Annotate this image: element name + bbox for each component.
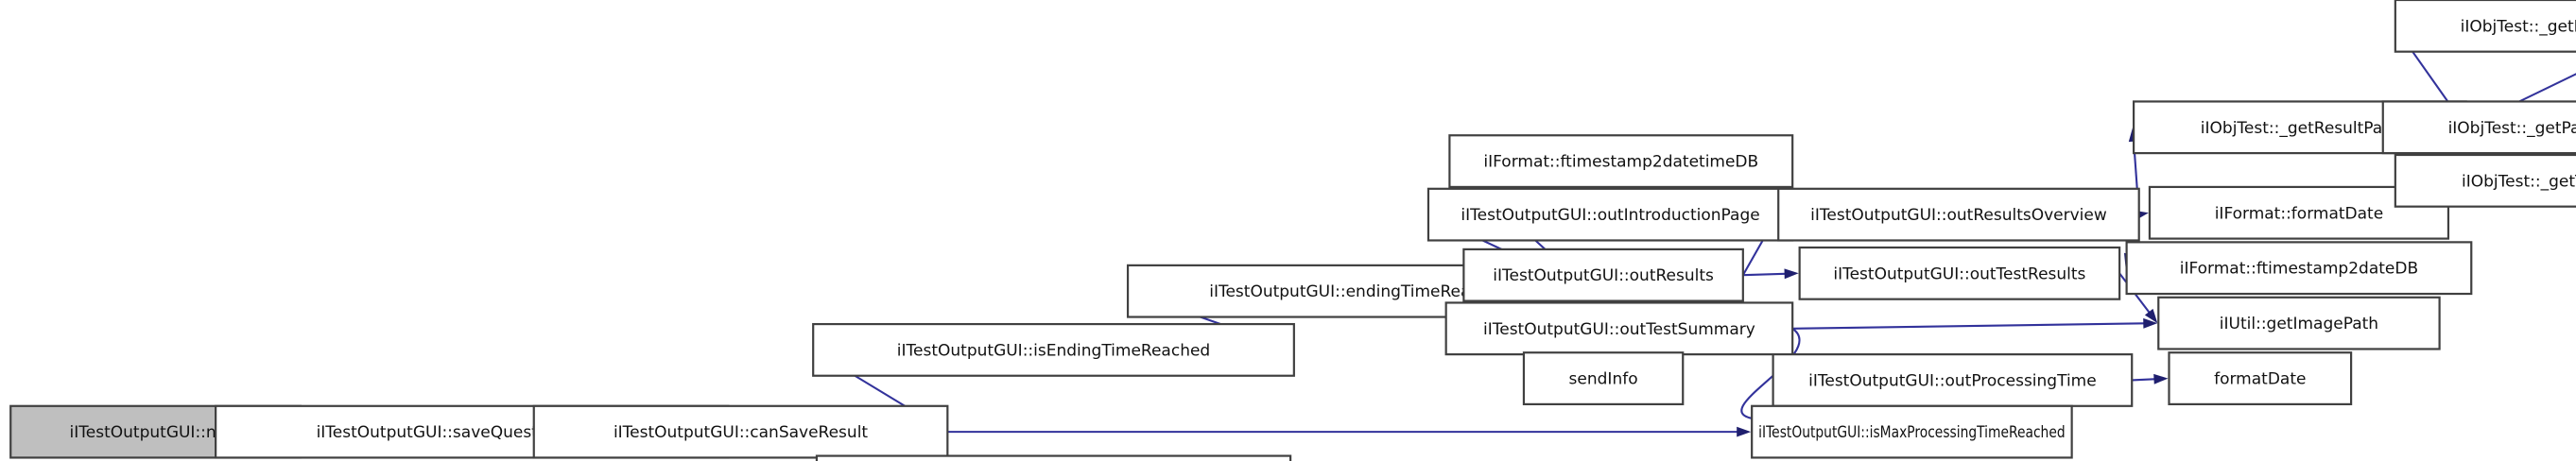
node-label: iITestOutputGUI::canSaveResult <box>614 423 868 442</box>
node-box <box>2125 241 2473 296</box>
node-label: sendInfo <box>1569 370 1638 389</box>
graph-node-ftimestamp2dateDB[interactable]: iIFormat::ftimestamp2dateDB <box>2125 241 2473 296</box>
node-label: iIFormat::ftimestamp2datetimeDB <box>1483 153 1758 172</box>
node-label: iITestOutputGUI::outProcessingTime <box>1808 371 2097 390</box>
graph-node-outProcessingTime[interactable]: iITestOutputGUI::outProcessingTime <box>1772 353 2134 407</box>
arrow-head-icon <box>2143 317 2158 329</box>
node-label: iITestOutputGUI::isEndingTimeReached <box>897 341 1210 360</box>
node-label: iITestOutputGUI::outTestResults <box>1833 265 2085 283</box>
node-box <box>1751 404 2073 459</box>
node-label: formatDate <box>2214 370 2306 389</box>
node-label: iIFormat::formatDate <box>2215 204 2383 223</box>
node-box <box>1444 301 1794 356</box>
graph-node-getTestType[interactable]: iIObjTest::_getTestType <box>2394 153 2576 208</box>
node-box <box>2394 0 2576 53</box>
graph-node-isNrOfTriesReached[interactable]: iITestOutputGUI::isNrOfTriesReached <box>815 454 1292 461</box>
node-box <box>2381 100 2576 155</box>
node-label: iITestOutputGUI::outTestSummary <box>1483 320 1755 339</box>
node-box <box>1798 246 2121 300</box>
node-label: iITestOutputGUI::endingTimeReached <box>1209 282 1510 301</box>
graph-node-outTestResults[interactable]: iITestOutputGUI::outTestResults <box>1798 246 2121 300</box>
node-box <box>532 404 949 459</box>
graph-node-isEndingTimeReached[interactable]: iITestOutputGUI::isEndingTimeReached <box>812 322 1295 377</box>
node-box <box>1426 187 1794 242</box>
graph-node-outIntroductionPage[interactable]: iITestOutputGUI::outIntroductionPage <box>1426 187 1794 242</box>
graph-node-isMaxProcessingTimeReached[interactable]: iITestOutputGUI::isMaxProcessingTimeReac… <box>1751 404 2073 459</box>
graph-node-canSaveResult[interactable]: iITestOutputGUI::canSaveResult <box>532 404 949 459</box>
graph-edge-outProcessingTime-to-formatDatePlain <box>2132 378 2155 382</box>
node-label: iITestOutputGUI::outResults <box>1493 266 1714 285</box>
node-box <box>1772 353 2134 407</box>
node-label: iITestOutputGUI::next <box>70 423 242 442</box>
node-box <box>2168 351 2353 405</box>
node-box <box>1448 134 1794 189</box>
arrow-head-icon <box>1784 268 1799 280</box>
arrow-head-icon <box>1737 426 1752 437</box>
graph-node-outTestSummary[interactable]: iITestOutputGUI::outTestSummary <box>1444 301 1794 356</box>
node-label: iIUtil::getImagePath <box>2220 315 2378 333</box>
graph-node-getPassScoring[interactable]: iIObjTest::_getPassScoring <box>2381 100 2576 155</box>
node-box <box>1522 351 1685 405</box>
node-label: iITestOutputGUI::outResultsOverview <box>1810 206 2107 225</box>
graph-edge-outResults-to-outTestResults <box>1742 272 1786 277</box>
graph-edge-outTestSummary-to-getImagePath <box>1792 322 2144 330</box>
graph-node-outResults[interactable]: iITestOutputGUI::outResults <box>1462 248 1744 302</box>
arrow-head-icon <box>2144 308 2158 324</box>
graph-node-outResultsOverview[interactable]: iITestOutputGUI::outResultsOverview <box>1777 187 2140 242</box>
graph-node-ftimestamp2datetimeDB[interactable]: iIFormat::ftimestamp2datetimeDB <box>1448 134 1794 189</box>
node-box <box>2157 296 2441 350</box>
node-box <box>2394 153 2576 208</box>
node-box <box>1462 248 1744 302</box>
graph-node-getImagePath[interactable]: iIUtil::getImagePath <box>2157 296 2441 350</box>
graph-edge-outTestSummary-to-isMaxProcessingTimeReached <box>1740 327 1801 420</box>
node-label: iIFormat::ftimestamp2dateDB <box>2180 260 2418 279</box>
node-label: iITestOutputGUI::isMaxProcessingTimeReac… <box>1758 423 2065 442</box>
node-box <box>815 454 1292 461</box>
node-label: iIObjTest::_getPassScoring <box>2448 119 2576 138</box>
arrow-head-icon <box>2153 373 2169 384</box>
node-box <box>1777 187 2140 242</box>
graph-node-getBestPass[interactable]: iIObjTest::_getBestPass <box>2394 0 2576 53</box>
node-label: iIObjTest::_getResultPass <box>2201 119 2399 138</box>
node-box <box>812 322 1295 377</box>
node-label: iIObjTest::_getTestType <box>2462 172 2576 191</box>
node-label: iIObjTest::_getBestPass <box>2461 17 2576 36</box>
node-label: iITestOutputGUI::outIntroductionPage <box>1461 206 1759 225</box>
graph-node-formatDatePlain[interactable]: formatDate <box>2168 351 2353 405</box>
graph-node-sendInfo[interactable]: sendInfo <box>1522 351 1685 405</box>
